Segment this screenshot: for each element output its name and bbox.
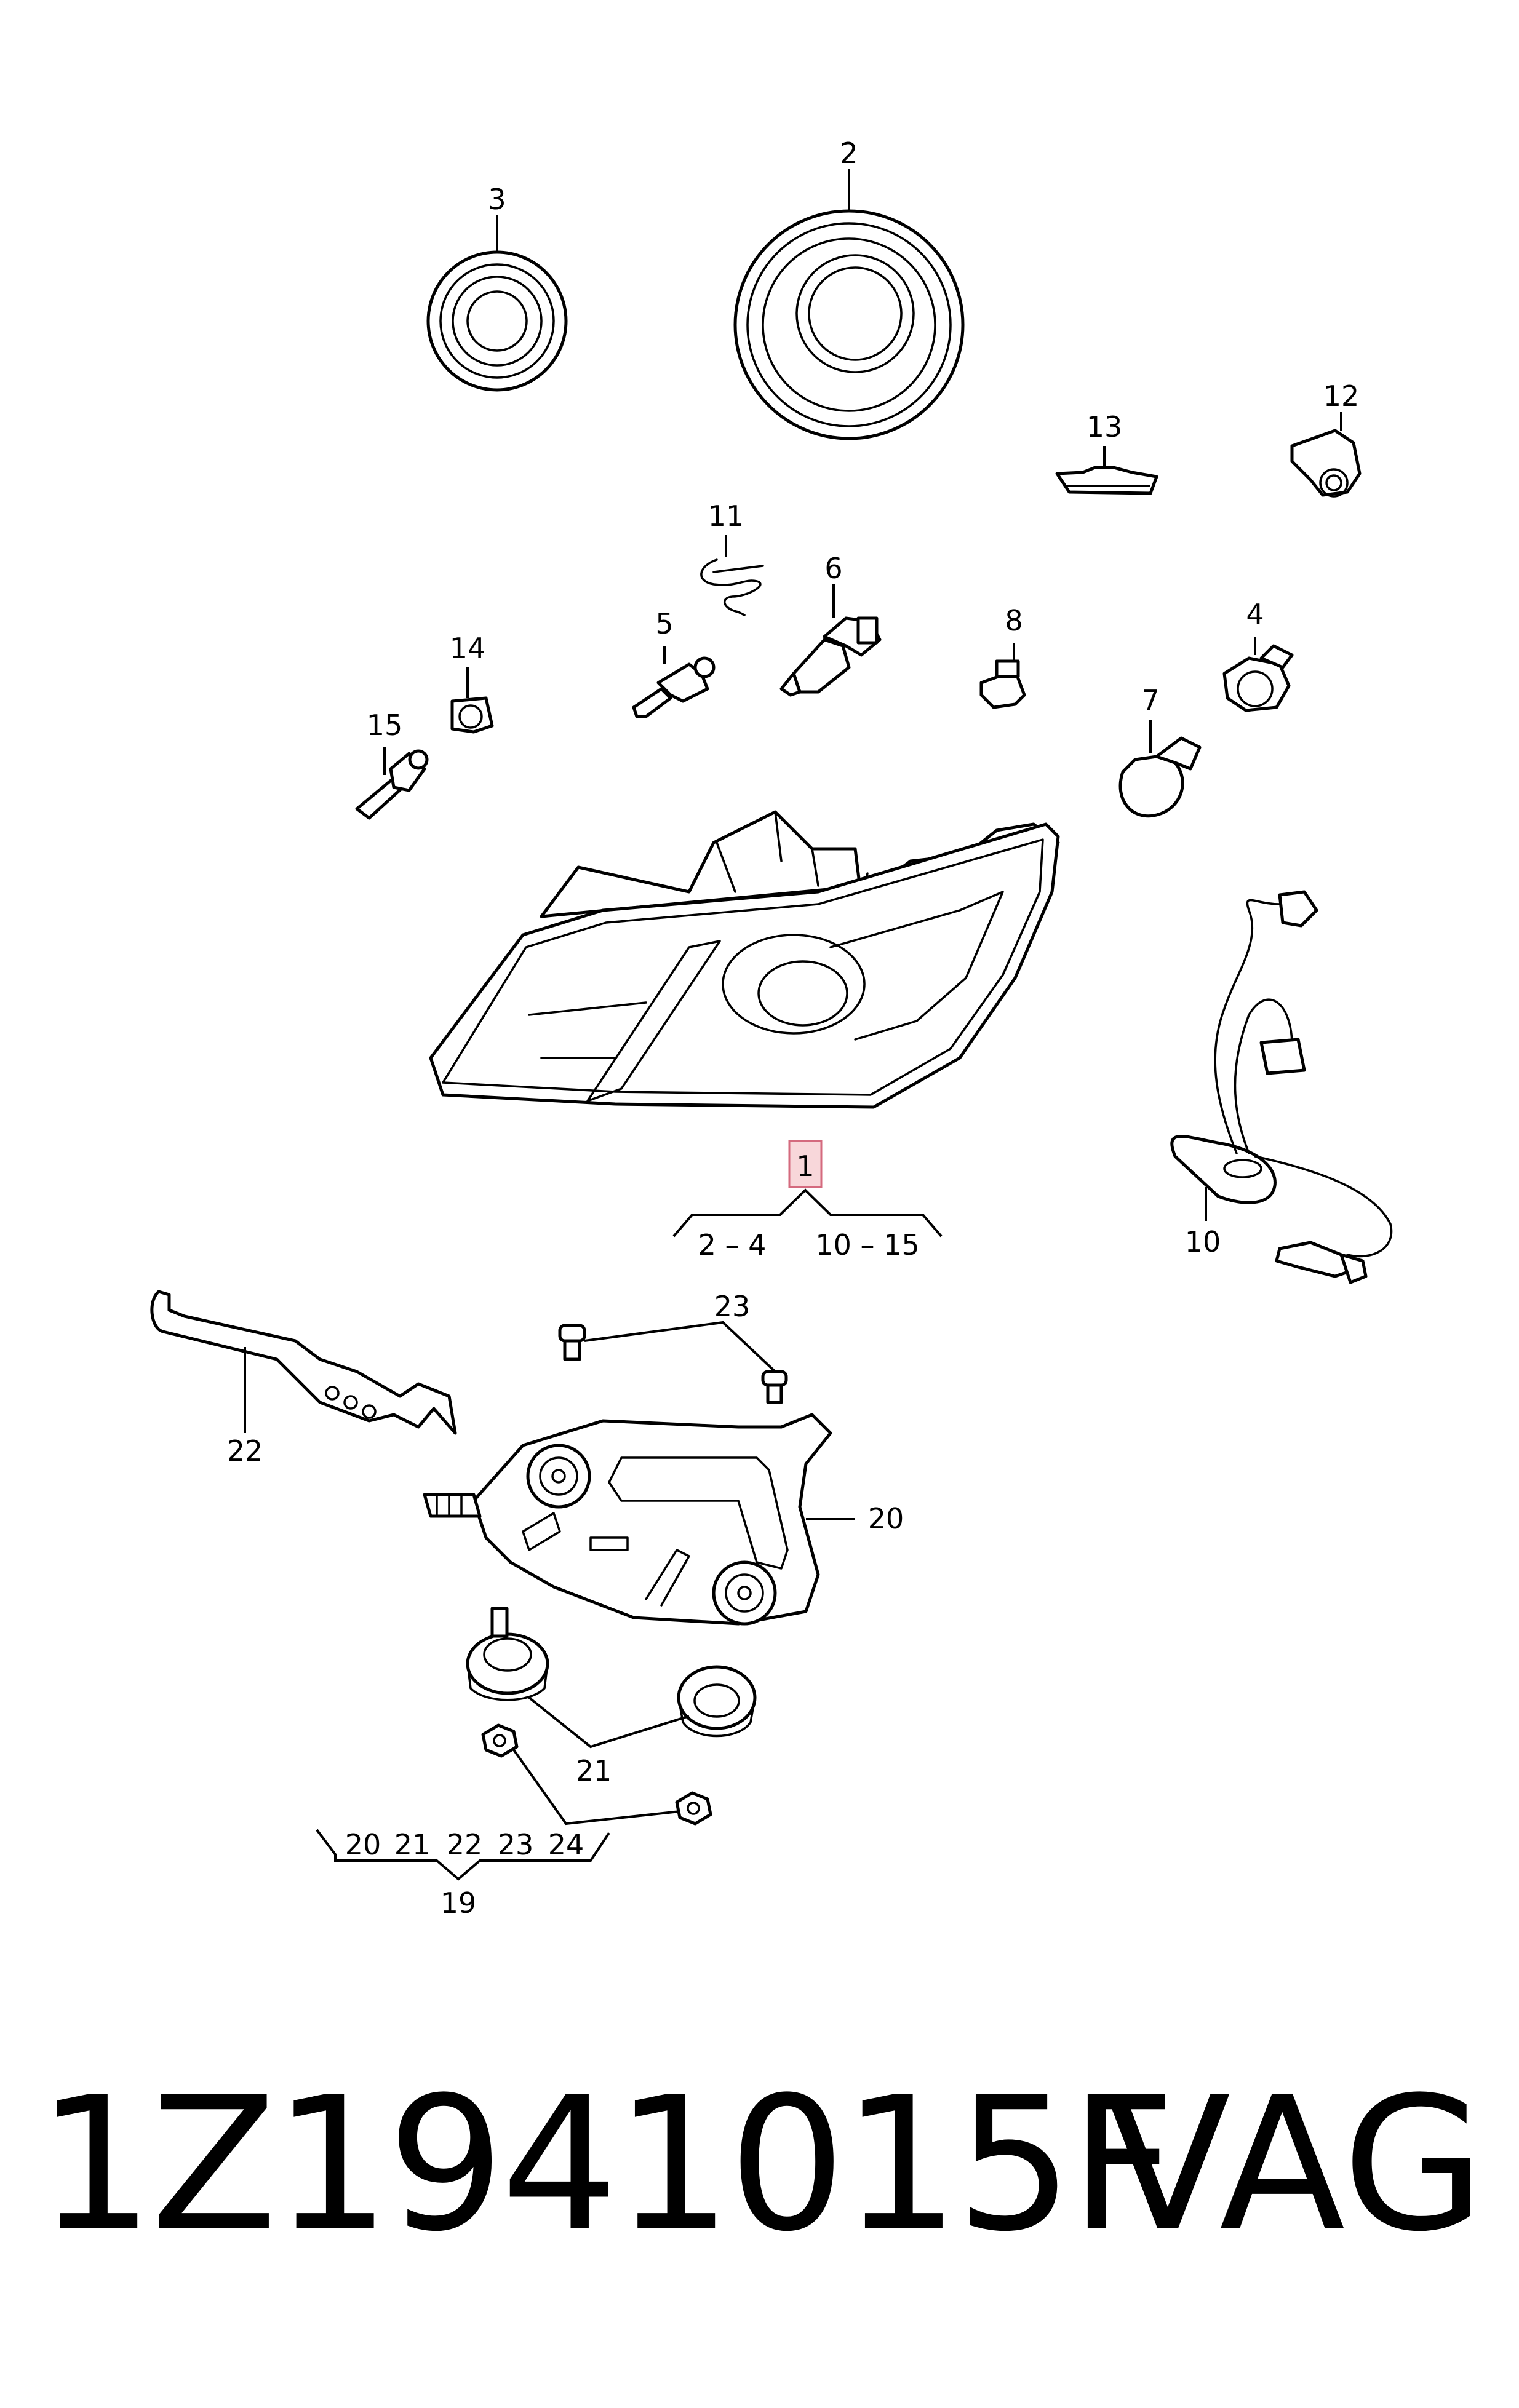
callout-20[interactable]: 20 [868,1502,904,1535]
bracket-19 [316,1829,610,1881]
part-21-gear-ring-a[interactable] [466,1607,549,1701]
callout-14[interactable]: 14 [450,632,486,665]
callout-13[interactable]: 13 [1086,410,1123,443]
callout-1[interactable]: 1 [796,1150,814,1183]
group-1-range-b: 10 – 15 [815,1228,919,1262]
callout-1-highlight [788,1140,823,1188]
part-7-indicator-bulb[interactable] [1118,736,1202,818]
part-6-main-bulb[interactable] [779,616,882,697]
brand-name: VAG [1104,2057,1485,2272]
part-23-screw-b[interactable] [761,1370,788,1404]
callout-4[interactable]: 4 [1246,598,1264,631]
part-8-wedge-bulb[interactable] [979,659,1026,709]
bracket-1 [672,1188,943,1238]
callout-11[interactable]: 11 [708,499,744,533]
callout-5[interactable]: 5 [655,607,673,640]
callout-2[interactable]: 2 [840,137,858,170]
part-24-nut-a[interactable] [481,1723,519,1758]
part-13-side-marker[interactable] [1055,466,1158,495]
leader-24 [512,1749,680,1826]
group-1-range-a: 2 – 4 [698,1228,767,1262]
leader-21 [528,1696,690,1749]
callout-7[interactable]: 7 [1141,684,1159,717]
part-21-gear-ring-b[interactable] [677,1665,757,1738]
group-19-item-22: 22 [447,1828,483,1861]
group-19-item-24: 24 [548,1828,584,1861]
callout-23[interactable]: 23 [714,1290,751,1323]
callout-19[interactable]: 19 [441,1886,477,1920]
group-19-item-21: 21 [394,1828,431,1861]
part-number: 1Z1941015F [37,2057,1176,2272]
part-20-leveling-housing[interactable] [423,1413,832,1626]
callout-10[interactable]: 10 [1185,1225,1221,1258]
part-3-ring-small[interactable] [426,250,568,392]
part-11-spring-clip[interactable] [700,558,764,616]
part-4-bulb-holder[interactable] [1222,644,1294,712]
callout-8[interactable]: 8 [1005,604,1023,637]
part-1-headlight-assembly[interactable] [429,810,1060,1109]
group-19-item-23: 23 [498,1828,534,1861]
group-19-item-20: 20 [345,1828,381,1861]
callout-6[interactable]: 6 [824,552,842,585]
part-2-cover-large[interactable] [733,209,965,440]
part-10-wiring-harness[interactable] [1170,890,1393,1284]
callout-21[interactable]: 21 [576,1754,612,1787]
part-5-small-bulb[interactable] [632,656,716,718]
part-14-grommet[interactable] [450,696,494,734]
callout-22[interactable]: 22 [227,1434,263,1468]
leader-23 [584,1321,776,1373]
part-15-adjusting-screw[interactable] [355,749,429,820]
callout-15[interactable]: 15 [367,709,403,742]
callout-3[interactable]: 3 [488,183,506,216]
callout-12[interactable]: 12 [1323,379,1360,413]
part-23-screw-a[interactable] [558,1324,586,1361]
part-22-bracket[interactable] [150,1290,457,1435]
part-24-nut-b[interactable] [675,1791,712,1826]
part-12-bulb-socket[interactable] [1290,429,1362,498]
